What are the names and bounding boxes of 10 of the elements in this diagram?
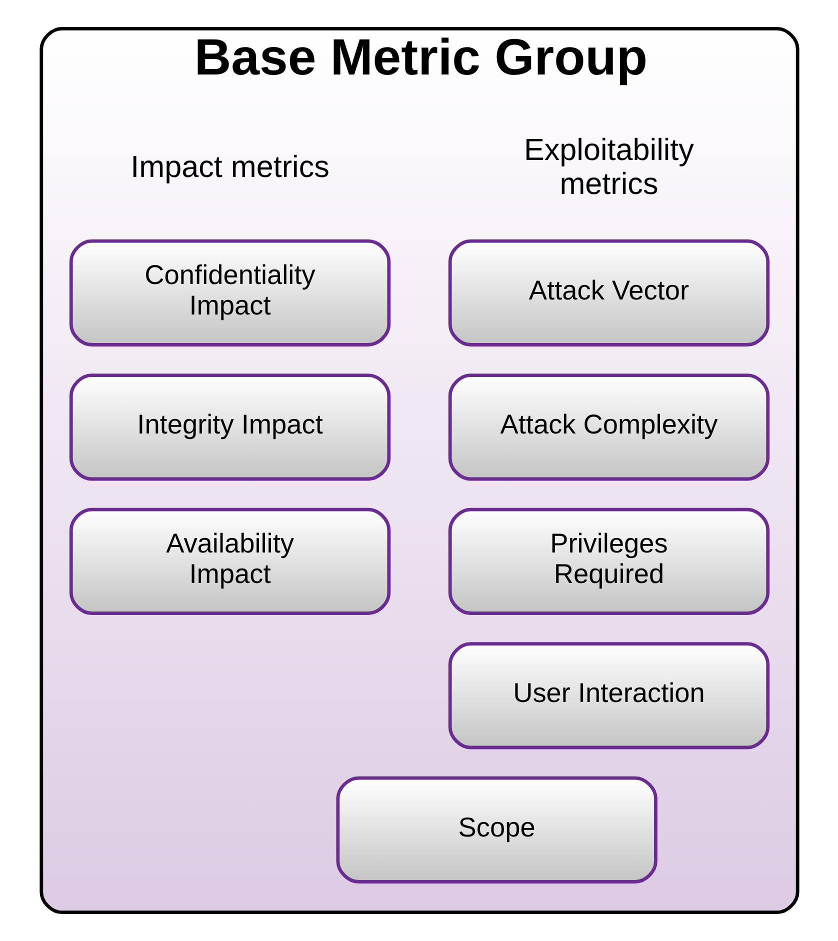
node-box: Availability Impact xyxy=(68,508,390,615)
node-box: Attack Complexity xyxy=(448,374,770,481)
node-box: User Interaction xyxy=(448,642,770,750)
node-box: Privileges Required xyxy=(448,508,770,615)
node-box: Integrity Impact xyxy=(68,374,390,481)
node-box: Confidentiality Impact xyxy=(68,239,390,346)
node-box: Attack Vector xyxy=(448,239,770,346)
node-box: Scope xyxy=(336,776,657,884)
label: Exploitability metrics xyxy=(523,133,694,202)
label: Impact metrics xyxy=(130,150,329,184)
